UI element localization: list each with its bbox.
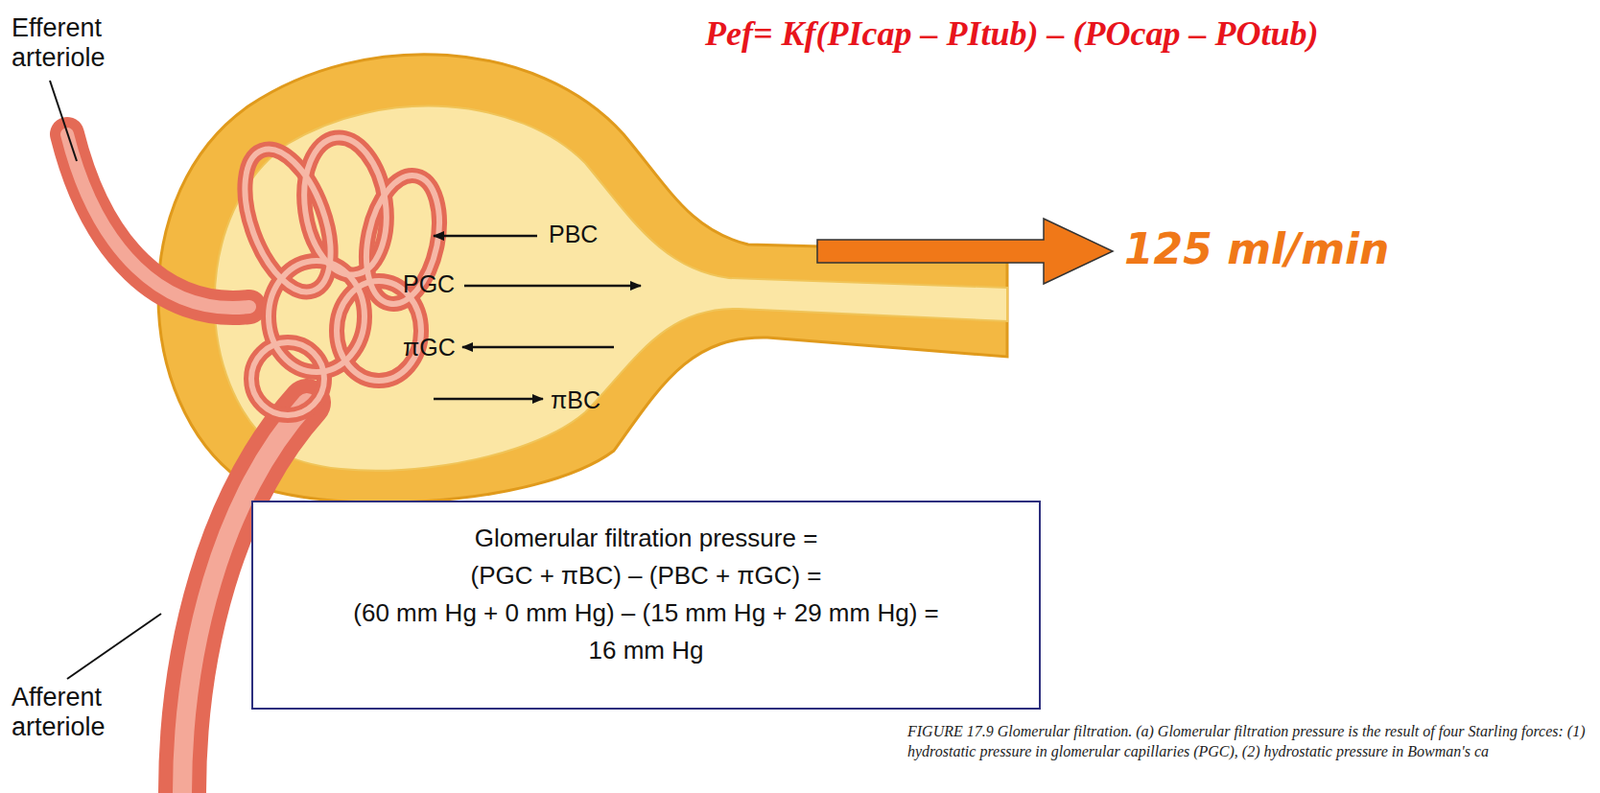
force-label: πBC (550, 386, 601, 415)
box-text: 16 mm Hg (272, 635, 1020, 665)
force-arrow (464, 284, 641, 288)
efferent-highlight (67, 134, 250, 308)
force-arrow (433, 398, 543, 401)
force-arrows (433, 235, 641, 400)
leader-line (49, 80, 77, 162)
box-text: Glomerular filtration pressure = (272, 523, 1020, 553)
box-text: (PGC + πBC) – (PBC + πGC) = (272, 561, 1020, 590)
force-label: PBC (548, 220, 598, 249)
force-arrow (433, 235, 538, 238)
box-text: (60 mm Hg + 0 mm Hg) – (15 mm Hg + 29 mm… (272, 598, 1020, 628)
capillary-loop (251, 342, 325, 416)
part-label: Efferent arteriole (11, 13, 146, 73)
capillary-highlight (228, 138, 349, 305)
force-arrow (462, 346, 614, 350)
force-label: πGC (402, 333, 456, 362)
flow-arrow (817, 218, 1113, 284)
figure-caption: FIGURE 17.9 Glomerular filtration. (a) G… (907, 721, 1591, 762)
part-label: Afferent arteriole (11, 682, 146, 743)
capsule-space (214, 106, 1008, 471)
formula: Pef= Kf(PIcap – PItub) – (POcap – POtub) (705, 13, 1318, 54)
leader-lines (49, 80, 162, 680)
capillary-highlight (251, 342, 325, 416)
flow-rate: 125 ml/min (1124, 224, 1389, 274)
formula-box: Glomerular filtration pressure = (PGC + π… (251, 500, 1041, 710)
efferent-arteriole (67, 134, 250, 308)
force-label: PGC (402, 270, 455, 299)
leader-line (67, 613, 162, 680)
